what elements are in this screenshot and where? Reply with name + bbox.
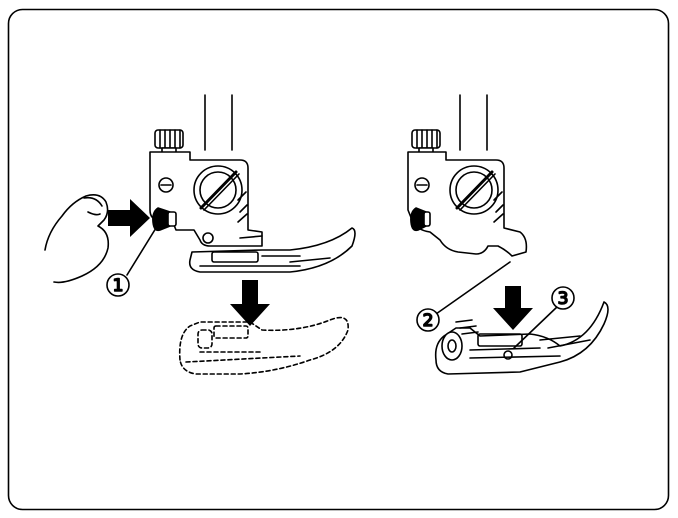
presser-bar [204,94,233,151]
right-panel: 2 3 [407,94,609,375]
thumb-screw-icon [411,129,441,155]
push-arrow [108,199,150,237]
finger-icon [44,194,110,284]
callout-1-label: 1 [113,276,124,296]
release-button [410,207,431,232]
down-arrow [493,286,533,330]
presser-foot-holder [407,151,528,257]
release-button [152,207,177,232]
dashed-presser-foot [178,316,349,375]
down-arrow [230,280,270,326]
presser-foot-holder [149,151,263,247]
thumb-screw-icon [154,129,184,155]
presser-bar [459,94,488,151]
presser-foot [188,227,356,273]
callout-1 [106,227,157,297]
presser-foot [434,301,609,375]
pin [441,319,479,361]
frame-border [7,8,670,511]
left-panel: 1 [44,94,356,375]
callout-2-label: 2 [423,311,434,331]
callout-3 [513,286,575,349]
callout-2 [416,261,511,332]
callout-3-label: 3 [558,289,569,309]
